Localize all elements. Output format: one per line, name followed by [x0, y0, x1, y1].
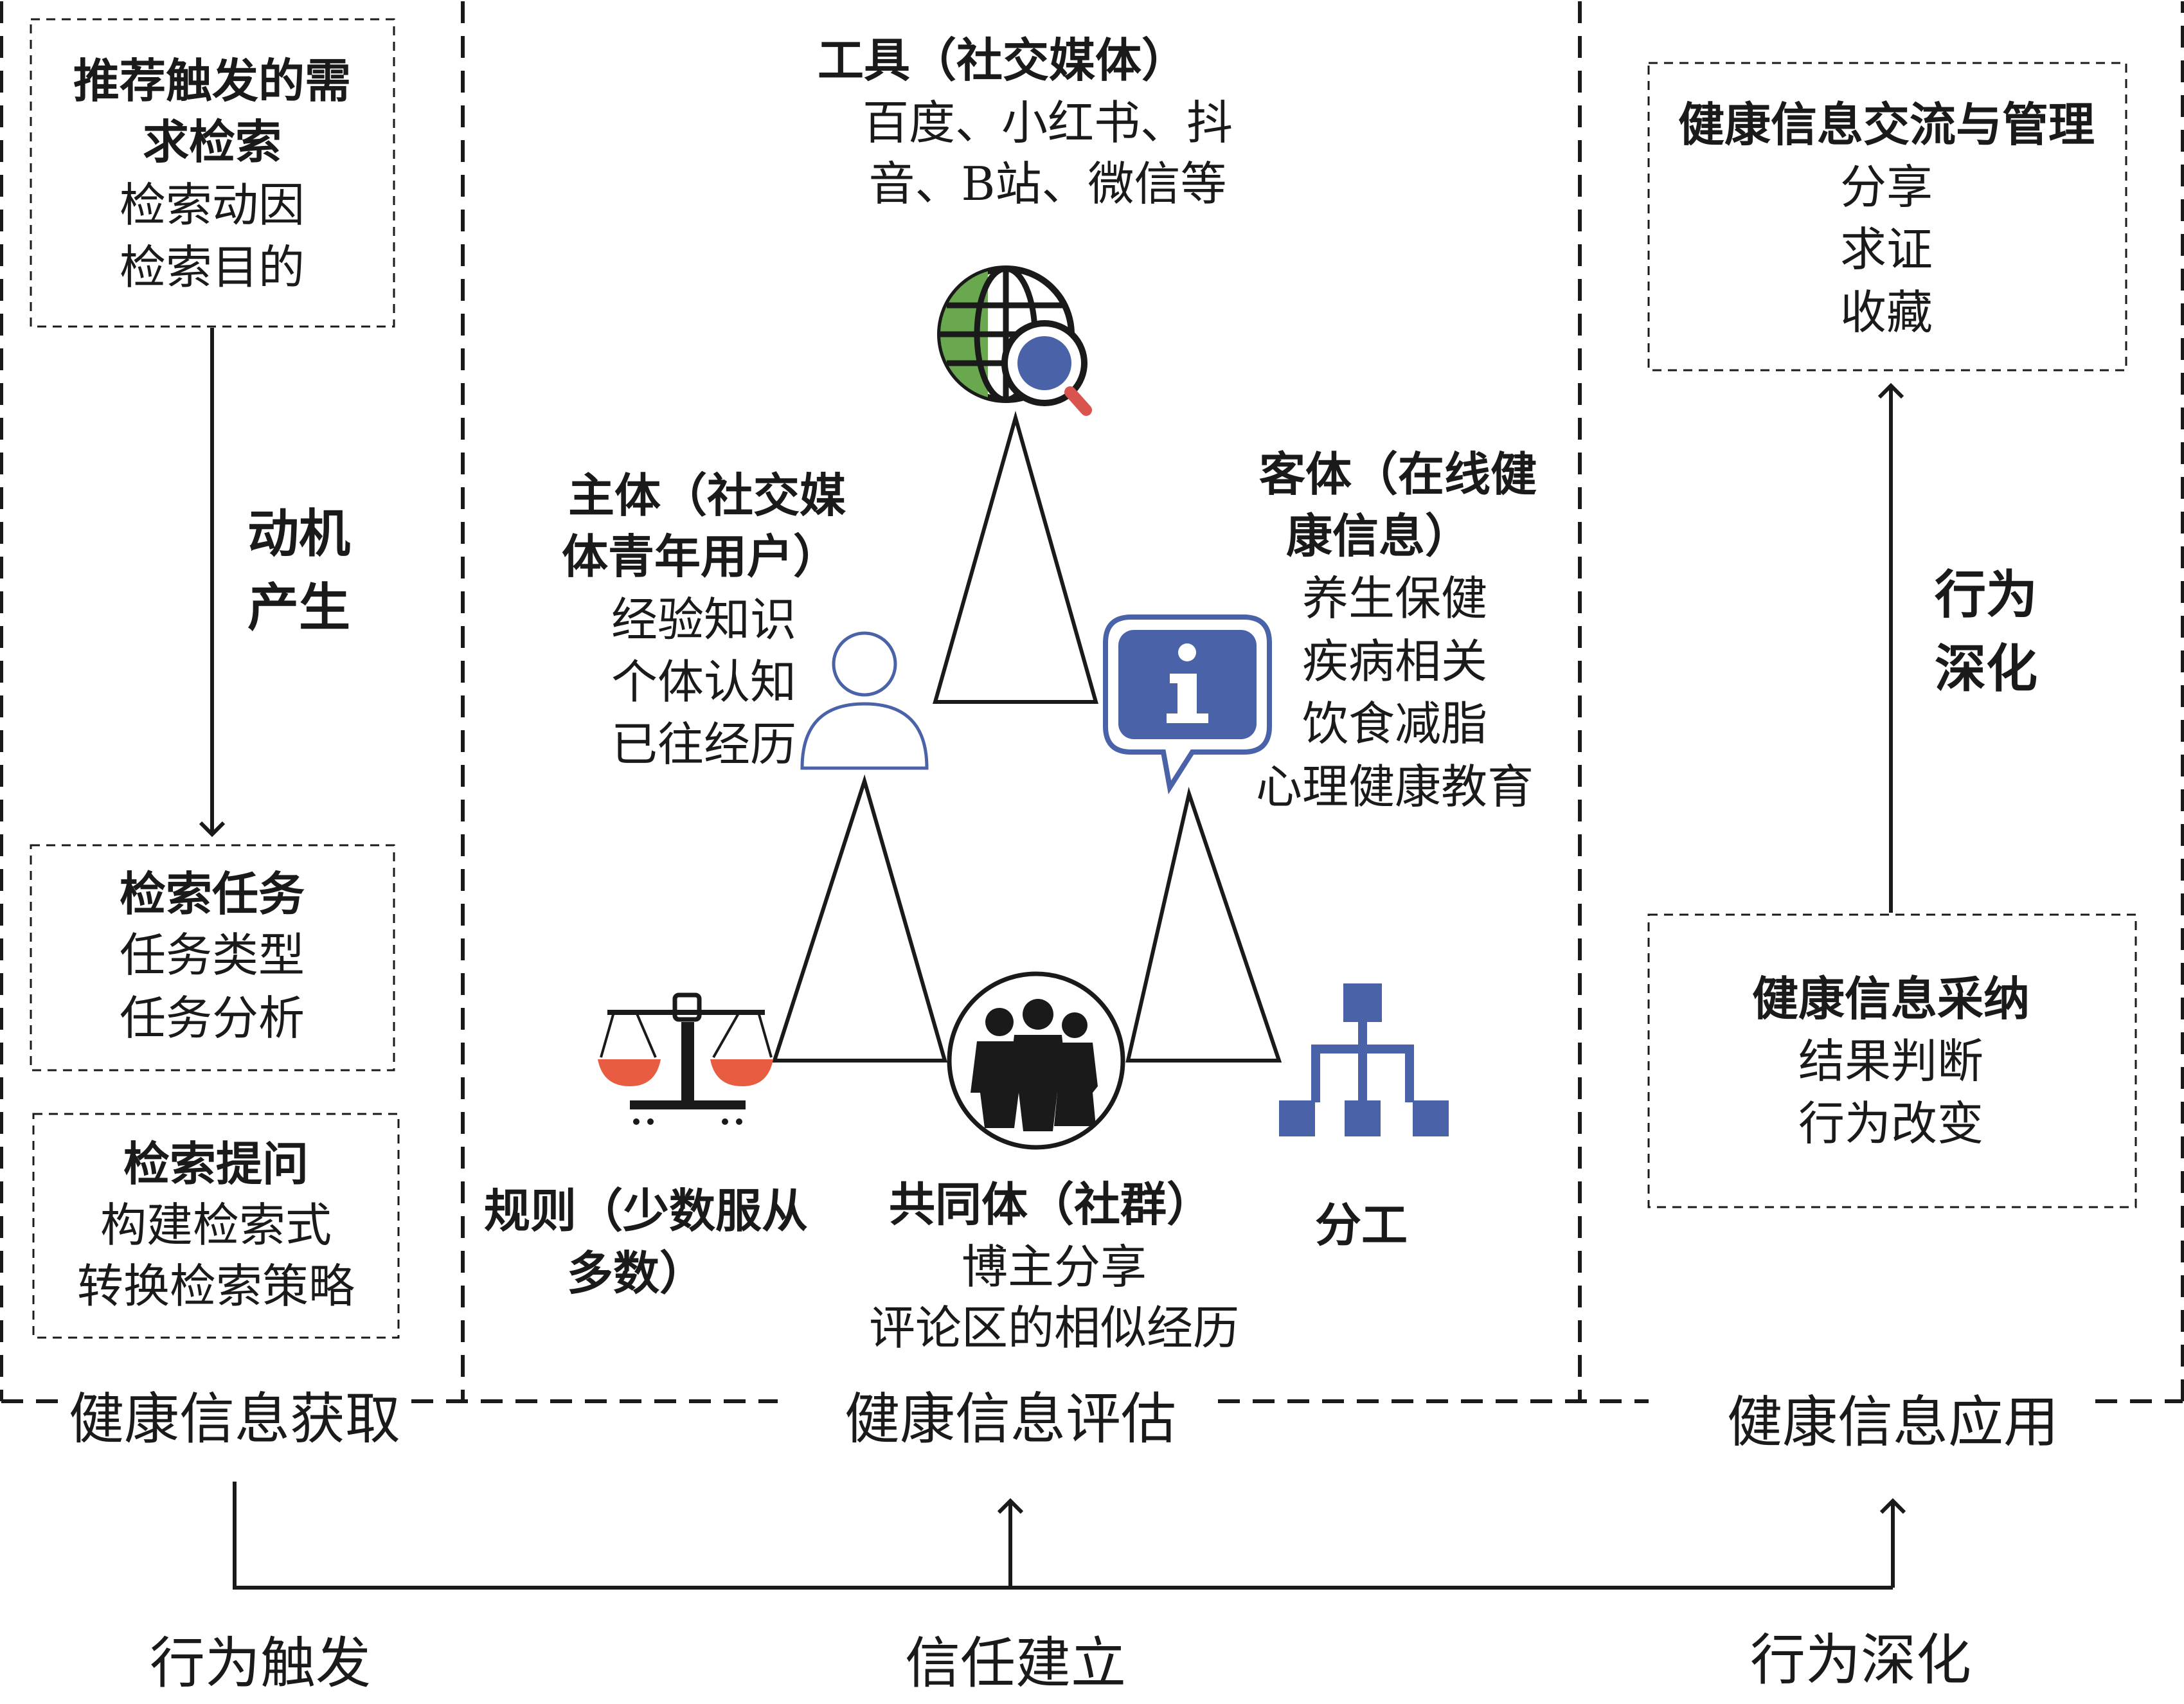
object-item: 心理健康教育: [1255, 760, 1534, 814]
subject-item: 个体认知: [611, 655, 797, 709]
adoption-title: 健康信息采纳: [1751, 971, 2030, 1026]
community-title: 共同体（社群）: [888, 1177, 1213, 1232]
exchange-item: 求证: [1839, 222, 1933, 276]
subject-title-line1: 主体（社交媒: [568, 468, 846, 523]
object-title-line1: 客体（在线健: [1258, 447, 1537, 501]
box-adoption: [1647, 913, 2137, 1208]
box-exchange-management: [1647, 62, 2127, 372]
tool-item: 百度、小红书、抖: [862, 96, 1233, 150]
community-item: 博主分享: [961, 1240, 1147, 1294]
balance-scale-icon: [598, 992, 773, 1125]
exchange-item: 收藏: [1839, 285, 1933, 339]
community-icon: [947, 971, 1125, 1150]
section-label-application: 健康信息应用: [1727, 1390, 2059, 1455]
division-title: 分工: [1314, 1197, 1408, 1252]
info-bubble-icon: [1103, 614, 1272, 794]
box-retrieval-query: [32, 1113, 400, 1339]
adoption-item: 行为改变: [1798, 1097, 1984, 1151]
tool-title: 工具（社交媒体）: [817, 33, 1188, 87]
subject-item: 经验知识: [611, 593, 797, 647]
deepening-label-line2: 深化: [1935, 638, 2037, 699]
deepening-label-line1: 行为: [1935, 564, 2037, 625]
adoption-item: 结果判断: [1798, 1034, 1984, 1088]
triangle-top: [933, 410, 1098, 704]
demand-item: 检索动因: [119, 178, 305, 232]
tool-item: 音、B站、微信等: [868, 157, 1227, 211]
exchange-item: 分享: [1839, 160, 1933, 214]
object-title-line2: 康信息）: [1285, 508, 1472, 563]
task-title: 检索任务: [119, 866, 305, 921]
object-item: 饮食减脂: [1302, 697, 1488, 751]
motivation-label-line1: 动机: [247, 503, 350, 564]
triangle-right: [1125, 786, 1282, 1063]
user-icon: [800, 631, 929, 770]
bottom-label-trust: 信任建立: [905, 1631, 1126, 1696]
exchange-title: 健康信息交流与管理: [1678, 97, 2095, 152]
query-item: 转换检索策略: [76, 1259, 355, 1313]
bottom-label-trigger: 行为触发: [150, 1631, 371, 1696]
inner-dashed-boxes: [30, 18, 2137, 1339]
subject-title-line2: 体青年用户）: [561, 529, 840, 584]
section-label-acquisition: 健康信息获取: [69, 1387, 400, 1451]
query-title: 检索提问: [123, 1136, 309, 1191]
motivation-label-line2: 产生: [247, 577, 350, 638]
object-item: 养生保健: [1302, 571, 1488, 625]
demand-item: 检索目的: [119, 240, 305, 294]
box-demand-retrieval: [30, 18, 395, 328]
subject-item: 已往经历: [611, 717, 797, 771]
bottom-label-deepening: 行为深化: [1750, 1628, 1971, 1692]
outer-dashed-frame: [0, 1, 2184, 1403]
globe-magnifier-icon: [937, 265, 1092, 416]
community-item: 评论区的相似经历: [868, 1301, 1240, 1355]
rule-title-line2: 多数）: [566, 1246, 706, 1300]
section-label-evaluation: 健康信息评估: [845, 1387, 1176, 1451]
task-item: 任务类型: [119, 928, 305, 982]
bottom-connector: [233, 1482, 1893, 1590]
rule-title-line1: 规则（少数服从: [483, 1183, 809, 1238]
hierarchy-icon: [1279, 983, 1449, 1136]
demand-title-line2: 求检索: [142, 114, 282, 169]
demand-title-line1: 推荐触发的需: [73, 53, 352, 108]
object-item: 疾病相关: [1302, 634, 1488, 688]
query-item: 构建检索式: [100, 1198, 332, 1252]
triangle-left: [771, 774, 947, 1063]
activity-triangles: [771, 410, 1282, 1063]
task-item: 任务分析: [119, 991, 305, 1045]
